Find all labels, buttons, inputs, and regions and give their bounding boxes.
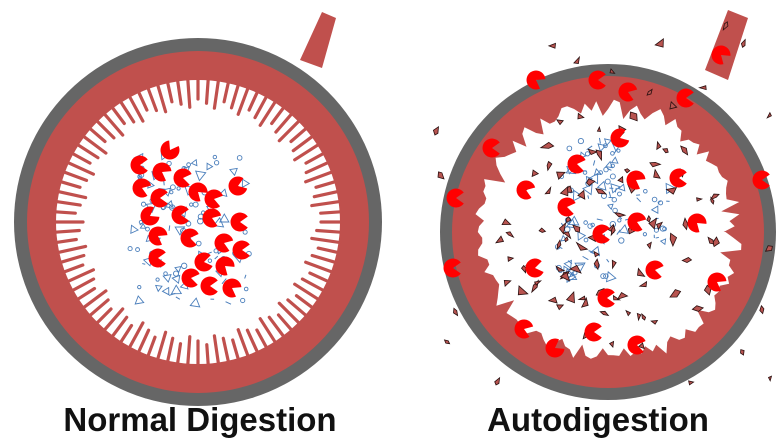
mucosal-fold [207,79,209,103]
tissue-debris [767,113,771,118]
tissue-debris [445,340,450,344]
mucosal-fold [321,212,341,213]
normal-digestion-illustration [14,12,382,406]
tissue-debris [495,378,500,385]
duct [300,12,336,68]
tissue-debris [689,381,694,385]
normal-digestion-caption: Normal Digestion [20,398,380,442]
food-particle [142,264,145,265]
mucosal-fold [55,212,75,213]
food-particle [578,264,583,265]
tissue-debris [655,39,663,47]
food-particle [169,225,170,230]
tissue-debris [760,306,764,314]
mucosal-fold [207,345,208,365]
tissue-debris [741,40,745,48]
tissue-debris [741,350,745,356]
mucosal-fold [55,231,79,233]
tissue-debris [574,57,580,63]
food-particle [656,237,659,238]
tissue-debris [769,376,772,381]
tissue-debris [549,43,556,48]
autodigestion-caption: Autodigestion [420,398,776,442]
autodigestion-illustration [433,10,776,400]
mucosal-fold [188,79,190,107]
tissue-debris [433,127,438,135]
tissue-debris [454,308,458,315]
tissue-debris [438,172,444,179]
mucosal-fold [188,337,190,365]
mucosal-fold [317,231,341,233]
tissue-debris [700,86,707,90]
